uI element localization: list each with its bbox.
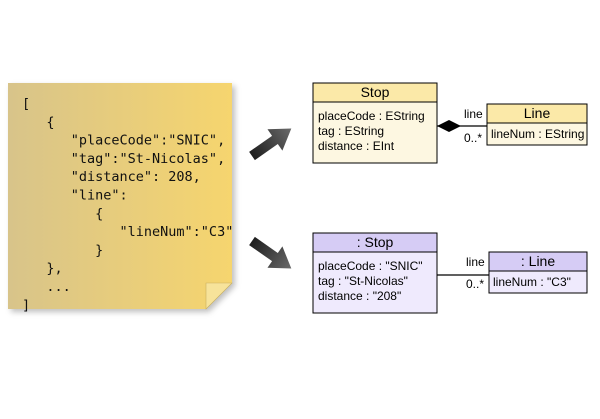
stop-instance-attribute: distance : "208" <box>318 289 401 303</box>
stop-instance-attribute: placeCode : "SNIC" <box>318 259 423 273</box>
json-note: [ { "placeCode":"SNIC", "tag":"St-Nicola… <box>8 83 233 313</box>
note-code-line: } <box>22 242 103 258</box>
stop-attribute: distance : EInt <box>318 139 395 153</box>
metamodel-line-class: Line lineNum : EString <box>486 103 588 146</box>
link-multiplicity: 0..* <box>466 277 484 291</box>
arrow-to-metamodel <box>249 128 292 161</box>
stop-class-title: Stop <box>361 84 390 100</box>
arrow-to-model <box>249 236 292 269</box>
line-instance-attribute: lineNum : "C3" <box>493 275 571 289</box>
note-code-line: "lineNum":"C3" <box>22 224 233 240</box>
note-code-line: }, <box>22 261 63 277</box>
note-code-line: ... <box>22 279 71 295</box>
note-code-line: "line": <box>22 188 128 204</box>
line-attribute: lineNum : EString <box>491 127 584 141</box>
note-code-line: ] <box>22 297 30 313</box>
metamodel-association: line 0..* <box>437 107 487 145</box>
note-code-line: [ <box>22 96 30 112</box>
stop-instance-attribute: tag : "St-Nicolas" <box>318 274 408 288</box>
association-multiplicity: 0..* <box>464 131 482 145</box>
transform-arrows <box>249 128 292 269</box>
line-class-title: Line <box>524 105 551 121</box>
note-code-line: { <box>22 114 55 130</box>
note-code-line: { <box>22 206 103 222</box>
composition-diamond <box>437 120 461 132</box>
model-line-instance: : Line lineNum : "C3" <box>488 251 588 294</box>
note-fold <box>205 282 233 310</box>
note-paper <box>8 83 232 309</box>
link-role: line <box>466 255 485 269</box>
model-stop-instance: : Stop placeCode : "SNIC" tag : "St-Nico… <box>312 232 438 314</box>
note-code-line: "placeCode":"SNIC", <box>22 133 225 149</box>
stop-attribute: tag : EString <box>318 124 384 138</box>
model-link: line 0..* <box>437 255 489 291</box>
note-code: [ { "placeCode":"SNIC", "tag":"St-Nicola… <box>22 96 233 313</box>
association-role: line <box>464 107 483 121</box>
note-code-line: "tag":"St-Nicolas", <box>22 151 225 167</box>
stop-attribute: placeCode : EString <box>318 109 425 123</box>
metamodel-stop-class: Stop placeCode : EString tag : EString d… <box>312 82 438 164</box>
note-code-line: "distance": 208, <box>22 169 201 185</box>
stop-instance-title: : Stop <box>357 234 394 250</box>
line-instance-title: : Line <box>521 253 555 269</box>
